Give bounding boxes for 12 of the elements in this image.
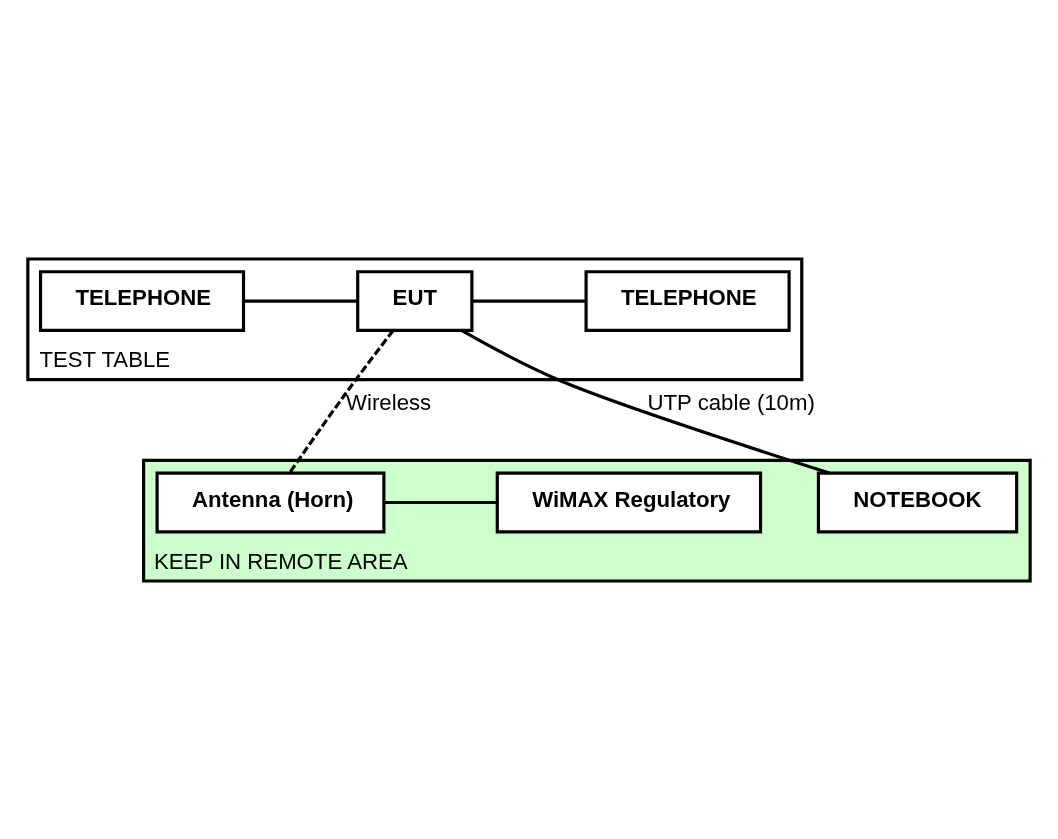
edge-label: Wireless: [346, 389, 432, 415]
node-box: TELEPHONE: [38, 269, 246, 332]
connector: [288, 329, 395, 474]
node-box: Antenna (Horn): [155, 471, 386, 533]
edge-label: UTP cable (10m): [647, 389, 815, 415]
node-box: EUT: [356, 269, 474, 332]
connector: [243, 298, 358, 303]
node-box: WiMAX Regulatory: [495, 471, 763, 533]
connector: [383, 500, 497, 504]
node-box: TELEPHONE: [584, 269, 791, 332]
node-box: NOTEBOOK: [816, 471, 1019, 533]
connector: [472, 298, 586, 303]
